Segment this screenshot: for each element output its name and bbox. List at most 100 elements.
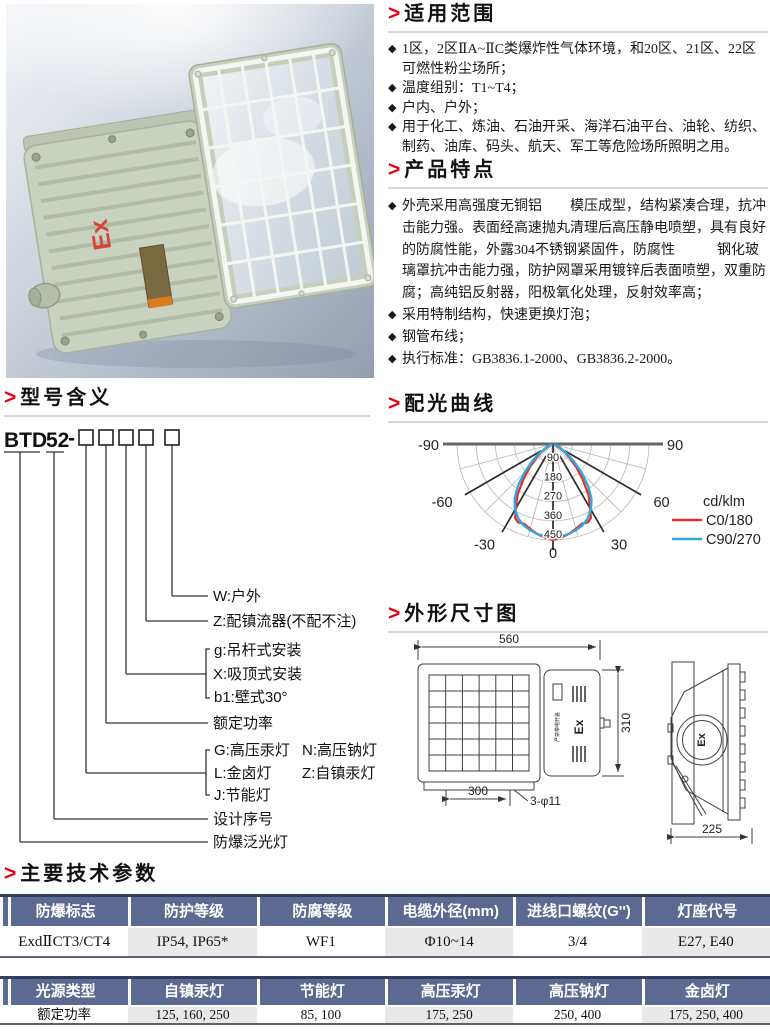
model-label-g: g:吊杆式安装	[214, 642, 302, 659]
bullet-item: 1区，2区ⅡA~ⅡC类爆炸性气体环境，和20区、21区、22区可燃性粉尘场所；	[388, 40, 768, 79]
model-label-lamp-j: J:节能灯	[214, 787, 271, 804]
table-header-cell: 防腐等级	[256, 897, 385, 926]
bullet-item: 户内、户外；	[388, 99, 768, 119]
model-label-b1: b1:壁式30°	[214, 689, 288, 706]
table-cell: 3/4	[513, 928, 642, 956]
section-header: > 外形尺寸图	[388, 602, 768, 626]
section-marker: >	[388, 2, 401, 25]
tech-table-2: 光源类型 自镇汞灯 节能灯 高压汞灯 高压钠灯 金卤灯 额定功率 125, 16…	[0, 976, 770, 1025]
legend-label: C90/270	[706, 532, 761, 548]
angle-tick-label: 0	[549, 546, 557, 562]
section-rule	[388, 187, 768, 189]
table-header-gap	[8, 897, 11, 926]
section-title: 产品特点	[404, 159, 497, 181]
table-data-row: 额定功率 125, 160, 250 85, 100 175, 250 250,…	[0, 1007, 770, 1023]
radial-tick-label: 270	[544, 491, 562, 503]
table-header-cell: 灯座代号	[641, 897, 770, 926]
table-data-row: ExdⅡCT3/CT4 IP54, IP65* WF1 Φ10~14 3/4 E…	[0, 928, 770, 956]
section-rule	[4, 415, 370, 417]
angle-tick-label: 30	[611, 537, 627, 553]
table-cell: 175, 250	[384, 1007, 514, 1023]
table-header-row: 光源类型 自镇汞灯 节能灯 高压汞灯 高压钠灯 金卤灯	[0, 979, 770, 1005]
model-label-z: Z:配镇流器(不配不注)	[213, 613, 356, 630]
table-cell: 85, 100	[256, 1007, 385, 1023]
section-header: > 型号含义	[4, 386, 370, 410]
model-code-separator: -	[68, 427, 75, 450]
table-header-cell: 进线口螺纹(G'')	[513, 897, 642, 926]
section-parameters: > 主要技术参数	[4, 862, 766, 886]
section-title: 配光曲线	[404, 393, 497, 415]
model-label-design: 设计序号	[213, 811, 273, 828]
section-rule	[388, 31, 768, 33]
table-cell: E27, E40	[641, 928, 770, 956]
section-marker: >	[4, 862, 17, 885]
angle-tick-label: 90	[667, 438, 683, 454]
bullet-item: 用于化工、炼油、石油开采、海洋石油平台、油轮、纺织、制药、油库、码头、航天、军工…	[388, 118, 768, 157]
section-title: 型号含义	[20, 387, 113, 409]
legend-unit: cd/klm	[703, 494, 745, 510]
section-rule	[388, 421, 768, 423]
model-diagram: BTD 52 - W:户外 Z:配镇流器(不配不注) g:吊杆式安装 X:吸顶式…	[4, 427, 377, 851]
model-code-series: 52	[46, 429, 69, 452]
series-C0/180	[514, 443, 592, 542]
bullet-item: 执行标准：GB3836.1-2000、GB3836.2-2000。	[388, 349, 768, 371]
table-cell: Φ10~14	[384, 928, 514, 956]
dim-front-height: 310	[619, 713, 633, 733]
bullet-item: 外壳采用高强度无铜铝 模压成型，结构紧凑合理，抗冲击能力强。表面经高速抛丸清理后…	[388, 196, 768, 305]
section-application: > 适用范围 1区，2区ⅡA~ⅡC类爆炸性气体环境，和20区、21区、22区可燃…	[388, 2, 768, 157]
table-cell: IP54, IP65*	[128, 928, 257, 956]
product-photo: Ex	[6, 4, 374, 378]
radial-tick-label: 90	[547, 452, 559, 464]
section-header: > 产品特点	[388, 158, 768, 182]
section-header: > 适用范围	[388, 2, 768, 26]
table-header-cell: 电缆外径(mm)	[384, 897, 514, 926]
section-header: > 主要技术参数	[4, 862, 766, 886]
model-label-product: 防爆泛光灯	[213, 834, 288, 851]
model-label-power: 额定功率	[213, 715, 273, 732]
section-model: > 型号含义	[4, 386, 370, 417]
bullet-item: 采用特制结构，快速更换灯泡；	[388, 305, 768, 327]
model-label-x: X:吸顶式安装	[213, 666, 302, 683]
model-connector-lines	[4, 445, 210, 843]
section-header: > 配光曲线	[388, 392, 768, 416]
bullet-item: 温度组别：T1~T4；	[388, 79, 768, 99]
model-label-lamp-n: N:高压钠灯	[302, 742, 377, 759]
legend-label: C0/180	[706, 513, 753, 529]
table-header-cell: 金卤灯	[641, 979, 770, 1005]
table-header-cell: 自镇汞灯	[128, 979, 257, 1005]
bullet-item: 钢管布线；	[388, 327, 768, 349]
table-cell: WF1	[256, 928, 385, 956]
table-header-cell: 高压钠灯	[513, 979, 642, 1005]
model-code-boxes	[78, 429, 180, 446]
floodlight-fixture: Ex	[22, 43, 374, 354]
dimension-drawing: 560 310 300 3-φ11 225 Ex 严禁带电开盖 Ex	[414, 632, 753, 844]
photo-ex-marking: Ex	[85, 217, 117, 252]
angle-tick-label: 60	[653, 495, 669, 511]
tech-table-1: 防爆标志 防护等级 防腐等级 电缆外径(mm) 进线口螺纹(G'') 灯座代号 …	[0, 894, 770, 958]
photometric-chart: 90180270360450-90-60-300306090cd/klmC0/1…	[418, 438, 761, 562]
radial-tick-label: 450	[544, 529, 562, 541]
section-marker: >	[388, 602, 401, 625]
table-header-cell: 高压汞灯	[384, 979, 514, 1005]
section-marker: >	[4, 386, 17, 409]
section-rule	[388, 631, 768, 633]
section-photometric: > 配光曲线	[388, 392, 768, 423]
section-features: > 产品特点 外壳采用高强度无铜铝 模压成型，结构紧凑合理，抗冲击能力强。表面经…	[388, 158, 768, 370]
section-title: 主要技术参数	[20, 863, 159, 885]
table-header-row: 防爆标志 防护等级 防腐等级 电缆外径(mm) 进线口螺纹(G'') 灯座代号	[0, 897, 770, 926]
table-header-cell: 光源类型	[0, 979, 129, 1005]
table-header-gap	[8, 979, 11, 1005]
table-cell: 175, 250, 400	[641, 1007, 770, 1023]
angle-tick-label: -90	[418, 438, 439, 454]
series-C90/270	[513, 443, 593, 539]
front-warning-text: 严禁带电开盖	[554, 712, 561, 742]
dim-front-holes: 3-φ11	[530, 794, 561, 808]
table-header-cell: 防护等级	[128, 897, 257, 926]
angle-tick-label: -60	[432, 495, 453, 511]
radial-tick-label: 180	[544, 471, 562, 483]
section-title: 适用范围	[404, 3, 497, 25]
model-code-prefix: BTD	[4, 429, 47, 452]
dim-front-bottom: 300	[468, 784, 488, 798]
angle-tick-label: -30	[474, 537, 495, 553]
